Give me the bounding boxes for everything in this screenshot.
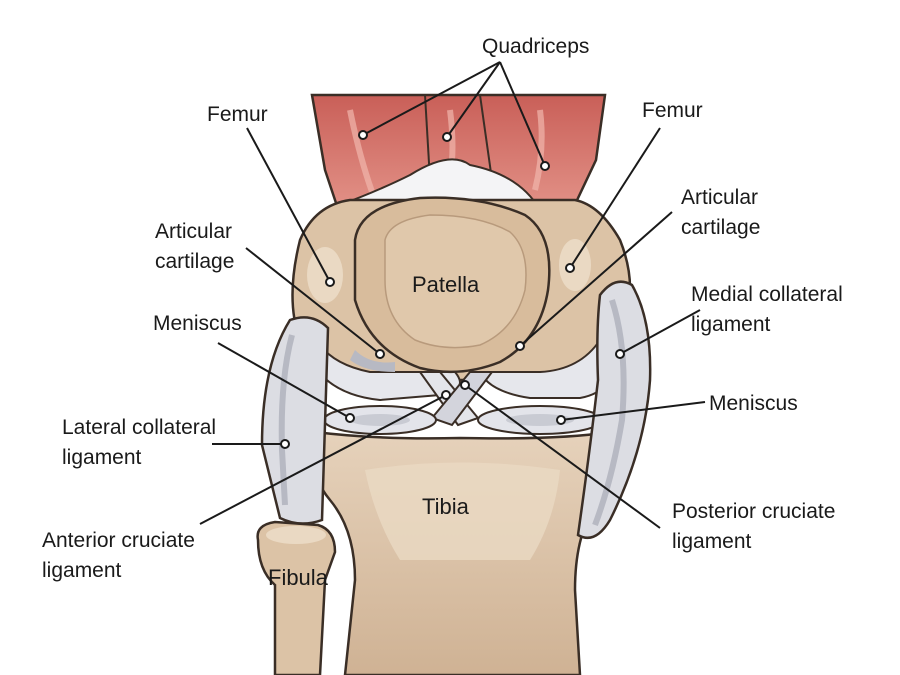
label-medial-collateral-ligament: Medial collateral ligament	[691, 283, 843, 336]
leader-endpoints	[280, 130, 625, 449]
label-anterior-cruciate-ligament: Anterior cruciate ligament	[42, 529, 195, 582]
label-patella: Patella	[412, 272, 480, 297]
label-meniscus-right: Meniscus	[709, 392, 798, 415]
label-articular-cartilage-right: Articular cartilage	[681, 186, 761, 239]
leader-lines	[199, 61, 706, 529]
label-lateral-collateral-ligament: Lateral collateral ligament	[62, 416, 217, 469]
label-meniscus-left: Meniscus	[153, 312, 242, 335]
label-fibula: Fibula	[268, 565, 328, 590]
label-articular-cartilage-left: Articular cartilage	[155, 220, 235, 273]
tibia-bone	[310, 430, 617, 675]
patella-bone	[353, 196, 551, 374]
label-tibia: Tibia	[422, 494, 469, 519]
label-quadriceps: Quadriceps	[482, 35, 590, 58]
lateral-collateral-ligament	[260, 316, 330, 525]
fibula-bone	[256, 520, 337, 675]
label-femur-right: Femur	[642, 99, 703, 122]
label-femur-left: Femur	[207, 103, 268, 126]
medial-collateral-ligament	[576, 280, 652, 540]
label-posterior-cruciate-ligament: Posterior cruciate ligament	[672, 500, 836, 553]
